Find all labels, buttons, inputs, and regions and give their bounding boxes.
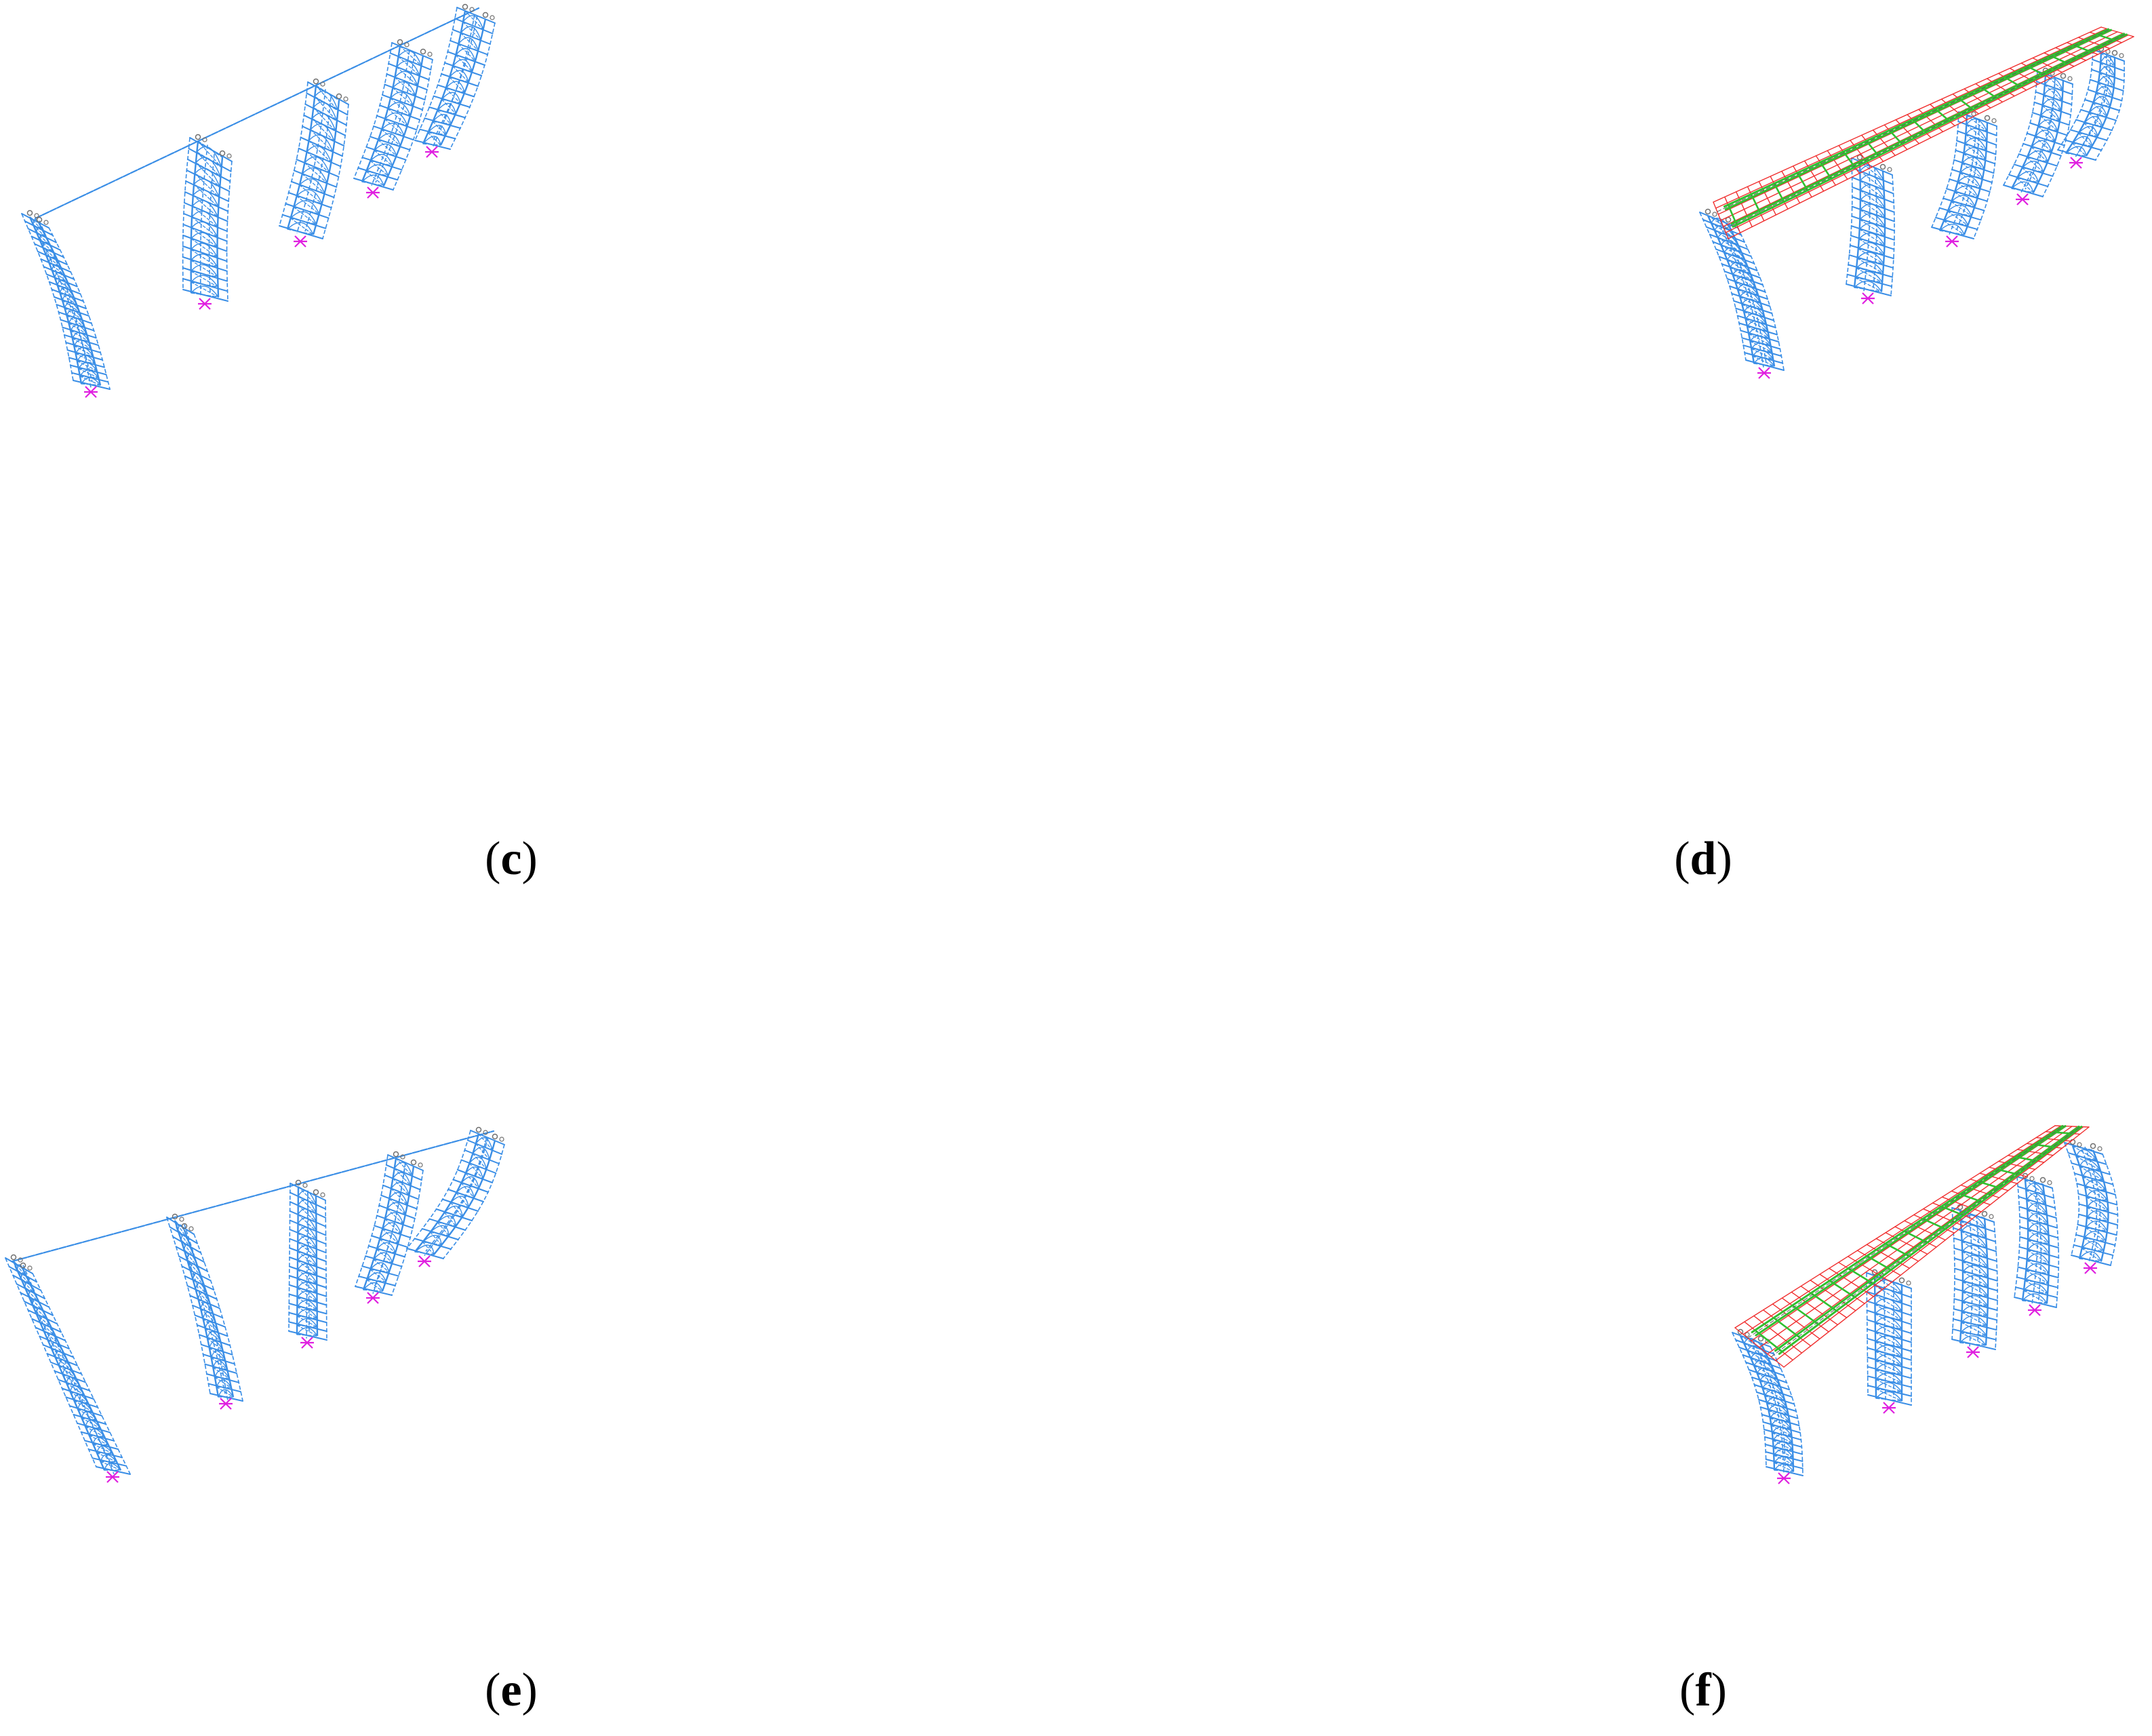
panel-c xyxy=(0,0,1076,814)
panel-d xyxy=(1076,0,2152,814)
tower-d-3 xyxy=(1931,108,1997,248)
panel-e xyxy=(0,895,1076,1675)
tower-e-1 xyxy=(5,1254,131,1483)
tower-c-4 xyxy=(353,39,433,199)
caption-c-letter: c xyxy=(500,833,522,885)
tower-f-4 xyxy=(2014,1172,2060,1316)
tower-f-1 xyxy=(1732,1328,1804,1484)
caption-f: (f) xyxy=(1679,1664,1727,1716)
tower-f-3 xyxy=(1951,1204,1999,1358)
panel-f xyxy=(1076,895,2152,1675)
tower-d-2 xyxy=(1846,154,1896,304)
caption-d: (d) xyxy=(1674,833,1732,885)
deck-f xyxy=(1734,1124,2090,1368)
caption-e: (e) xyxy=(485,1664,538,1716)
caption-d-letter: d xyxy=(1690,833,1717,885)
tower-c-2 xyxy=(182,134,233,310)
tower-d-5 xyxy=(2057,45,2126,169)
frame-model-f xyxy=(1732,1124,2119,1484)
frame-model-c xyxy=(21,3,496,398)
tower-c-3 xyxy=(279,78,349,248)
tower-e-5 xyxy=(406,1126,505,1267)
caption-c: (c) xyxy=(485,833,538,885)
frame-model-e xyxy=(5,1126,505,1483)
tower-d-1 xyxy=(1699,208,1785,379)
tower-c-5 xyxy=(414,3,496,158)
tower-e-2 xyxy=(166,1213,243,1410)
caption-e-letter: e xyxy=(500,1664,522,1716)
caption-f-letter: f xyxy=(1695,1664,1711,1716)
frame-model-d xyxy=(1699,26,2134,379)
tower-f-5 xyxy=(2064,1139,2119,1274)
tower-c-1 xyxy=(21,210,111,398)
deck-d xyxy=(1713,26,2134,239)
tower-d-4 xyxy=(2003,67,2073,205)
tower-f-2 xyxy=(1866,1269,1912,1414)
tower-e-4 xyxy=(355,1151,424,1304)
tower-e-3 xyxy=(288,1179,327,1349)
